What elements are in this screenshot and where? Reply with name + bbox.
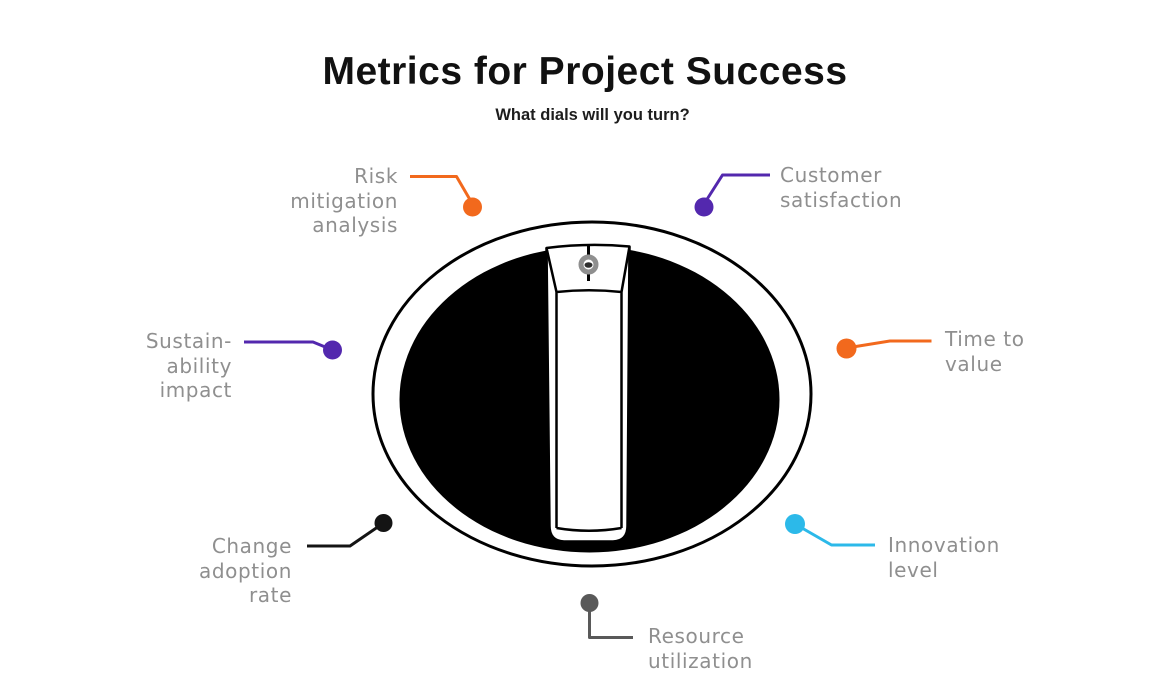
dot-sustainability-impact bbox=[323, 340, 342, 360]
label-resource-utilization: Resource utilization bbox=[648, 624, 753, 673]
label-risk-mitigation-analysis: Risk mitigation analysis bbox=[290, 164, 398, 237]
label-time-to-value: Time to value bbox=[945, 327, 1025, 376]
dot-time-to-value bbox=[836, 338, 857, 359]
dot-change-adoption-rate bbox=[374, 514, 393, 532]
dot-resource-utilization bbox=[580, 594, 599, 612]
knob bbox=[371, 220, 813, 568]
label-customer-satisfaction: Customer satisfaction bbox=[780, 163, 903, 212]
connector-customer-satisfaction bbox=[694, 173, 770, 217]
dot-innovation-level bbox=[785, 514, 805, 534]
label-sustainability-impact: Sustain- ability impact bbox=[145, 329, 232, 402]
dot-risk-mitigation-analysis bbox=[463, 197, 482, 217]
knob-handle-facets bbox=[545, 246, 631, 532]
knob-screw-hole bbox=[584, 262, 593, 268]
label-change-adoption-rate: Change adoption rate bbox=[199, 534, 292, 607]
connector-resource-utilization bbox=[580, 594, 633, 639]
label-innovation-level: Innovation level bbox=[888, 533, 1000, 582]
knob-pointer-handle bbox=[545, 243, 631, 543]
connector-sustainability-impact bbox=[244, 340, 342, 360]
connector-time-to-value bbox=[836, 338, 932, 359]
page-title: Metrics for Project Success bbox=[322, 50, 848, 93]
dot-customer-satisfaction bbox=[694, 197, 714, 217]
connector-risk-mitigation-analysis bbox=[410, 175, 482, 217]
page-subtitle: What dials will you turn? bbox=[495, 106, 690, 124]
connector-change-adoption-rate bbox=[307, 514, 393, 548]
connector-innovation-level bbox=[785, 514, 875, 547]
